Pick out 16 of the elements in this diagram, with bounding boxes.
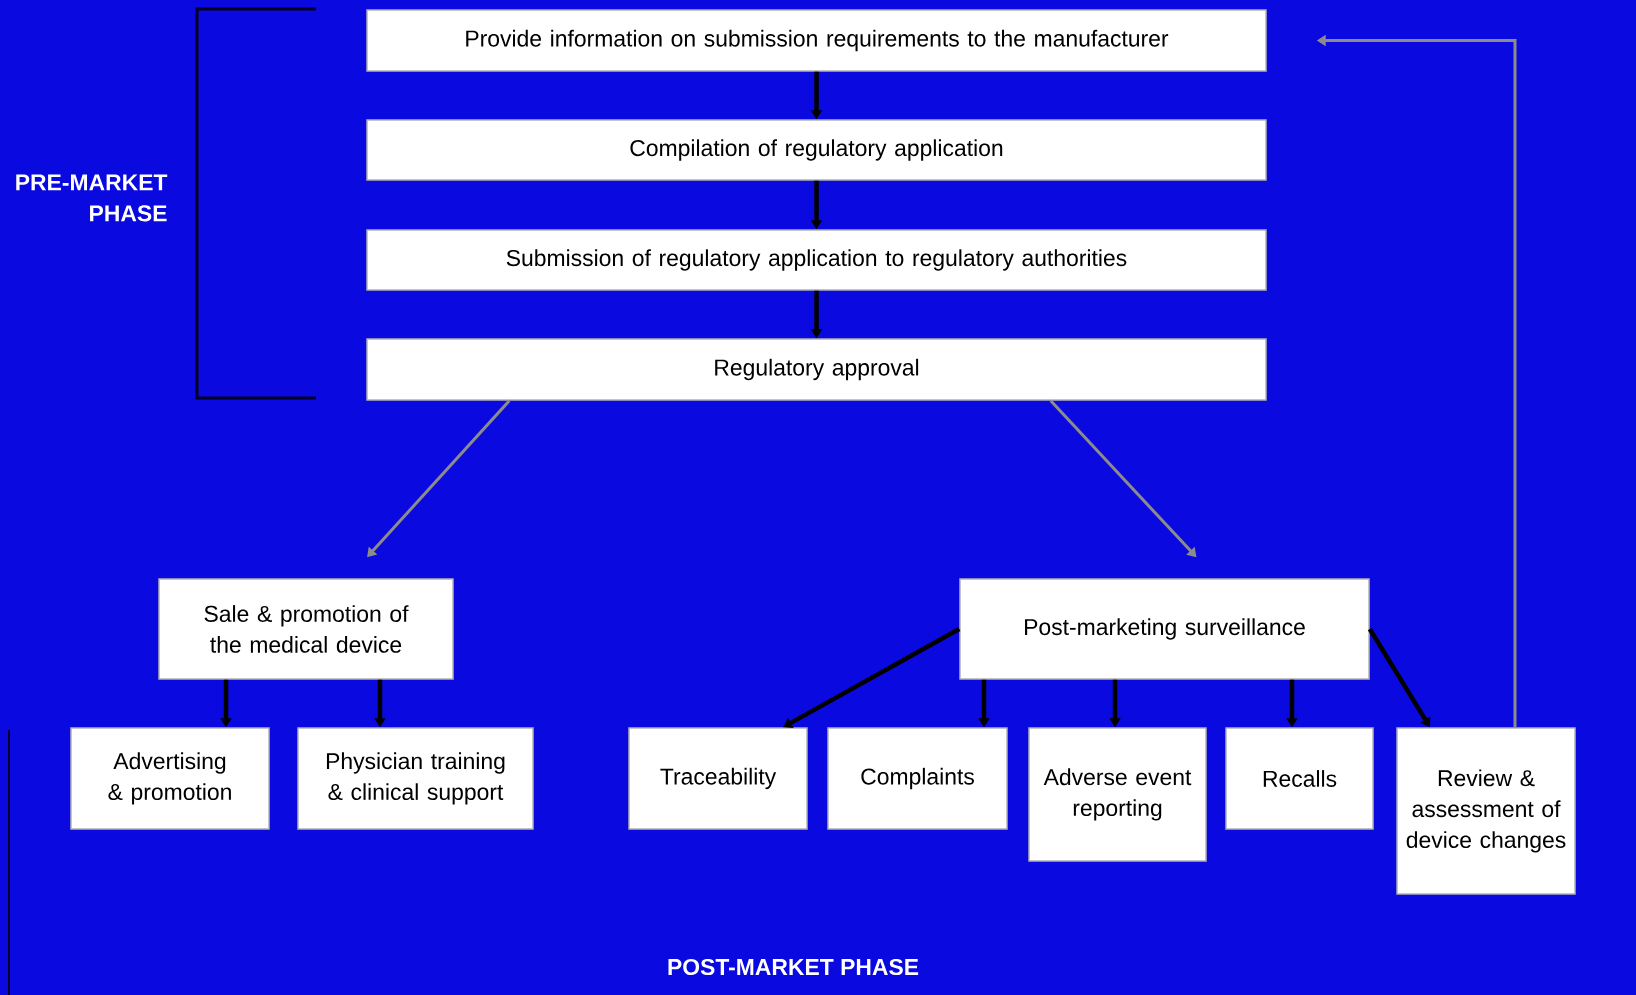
process-box: Advertising & promotion [70,727,270,830]
process-box: Provide information on submission requirements to the manufacturer [366,9,1267,72]
process-box: Complaints [827,727,1008,830]
arrow [783,627,961,728]
process-box: Recalls [1225,727,1374,830]
process-box: Regulatory approval [366,338,1267,401]
process-box: Post-marketing surveillance [959,578,1370,680]
process-box: Physician training & clinical support [297,727,534,830]
phase-label: PRE-MARKET PHASE [16,174,168,222]
process-box: Traceability [628,727,808,830]
process-box: Review & assessment of device changes [1396,727,1576,895]
process-box: Compilation of regulatory application [366,119,1267,181]
process-box: Submission of regulatory application to regulatory authorities [366,229,1267,291]
process-box: Sale & promotion of the medical device [158,578,454,680]
process-box: Adverse event reporting [1028,727,1207,862]
phase-label: POST-MARKET PHASE [668,958,919,976]
